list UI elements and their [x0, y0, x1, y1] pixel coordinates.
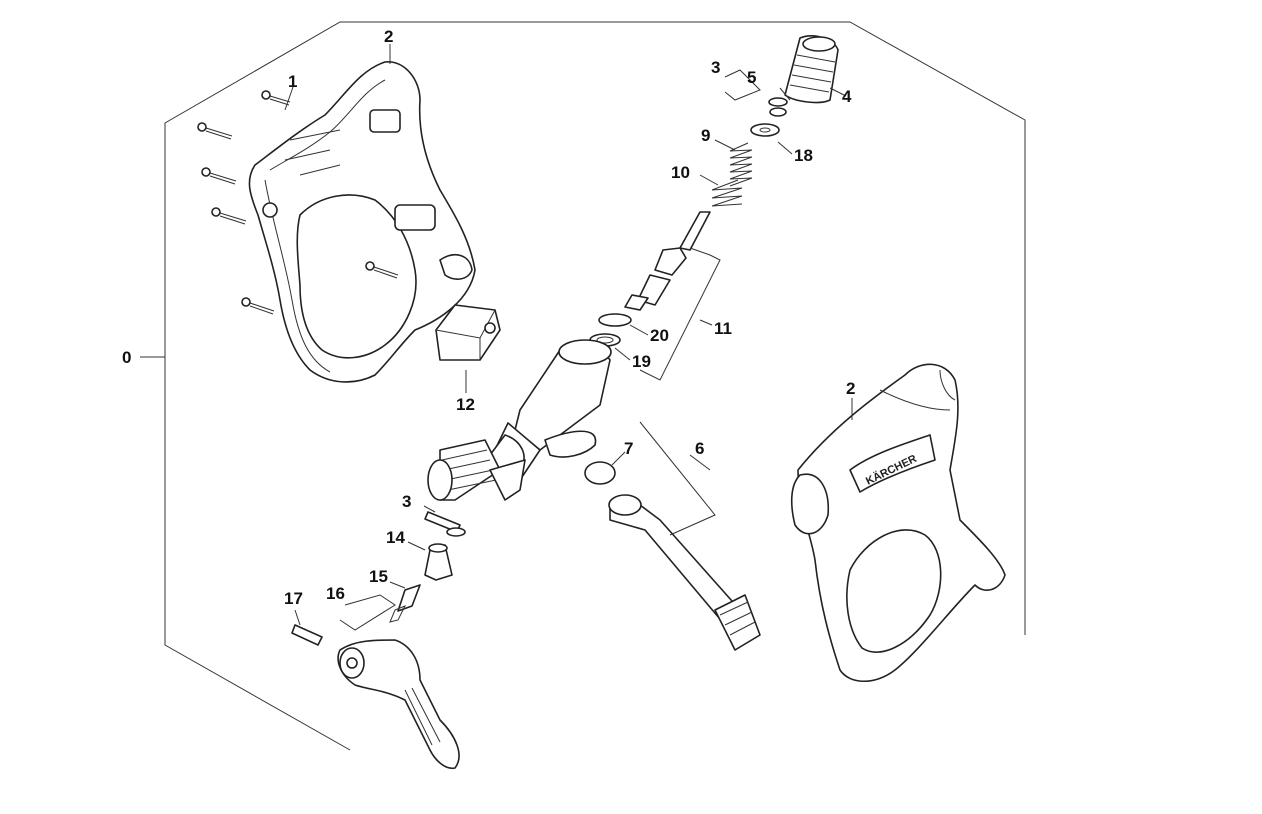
label-12: 12	[456, 395, 475, 414]
trigger-part	[337, 639, 460, 770]
label-5: 5	[747, 68, 756, 87]
screw	[241, 297, 275, 315]
label-0: 0	[122, 348, 131, 367]
screw	[365, 261, 399, 279]
screw	[201, 167, 237, 185]
label-7: 7	[624, 439, 633, 458]
label-2-right: 2	[846, 379, 855, 398]
label-1: 1	[288, 72, 297, 91]
label-19: 19	[632, 352, 651, 371]
label-16: 16	[326, 584, 345, 603]
washer-part	[750, 123, 780, 137]
leader-lines	[284, 44, 853, 631]
label-15: 15	[369, 567, 388, 586]
label-10: 10	[671, 163, 690, 182]
screws	[197, 90, 399, 315]
label-4: 4	[842, 87, 852, 106]
oring-tube	[584, 461, 616, 485]
label-20: 20	[650, 326, 669, 345]
right-housing-half: KÄRCHER	[790, 363, 1006, 682]
assembly-frame	[140, 21, 1026, 751]
valve-pin	[389, 584, 421, 623]
label-17: 17	[284, 589, 303, 608]
oring-parts	[768, 97, 788, 117]
label-6: 6	[695, 439, 704, 458]
label-18: 18	[794, 146, 813, 165]
screw	[211, 207, 247, 225]
label-14: 14	[386, 528, 405, 547]
label-3-top: 3	[711, 58, 720, 77]
screw	[261, 90, 291, 106]
bushing-part	[424, 543, 453, 581]
label-2-left: 2	[384, 27, 393, 46]
valve-body	[427, 339, 612, 501]
label-3-bottom: 3	[402, 492, 411, 511]
nipple-part	[784, 35, 839, 104]
cap-part	[435, 304, 501, 361]
part-labels: 0 1 2 2 3 3 4 5 6 7 9 10 11 12 14 15 16 …	[122, 27, 855, 608]
bottom-seals	[424, 511, 466, 537]
seal-rings	[589, 313, 632, 347]
screw	[197, 122, 233, 140]
left-housing-half	[248, 61, 476, 383]
trigger-pin	[291, 624, 323, 646]
tube-part	[608, 494, 761, 651]
springs	[711, 142, 753, 207]
label-11: 11	[714, 319, 732, 338]
label-9: 9	[701, 126, 710, 145]
valve-stem	[624, 211, 711, 311]
